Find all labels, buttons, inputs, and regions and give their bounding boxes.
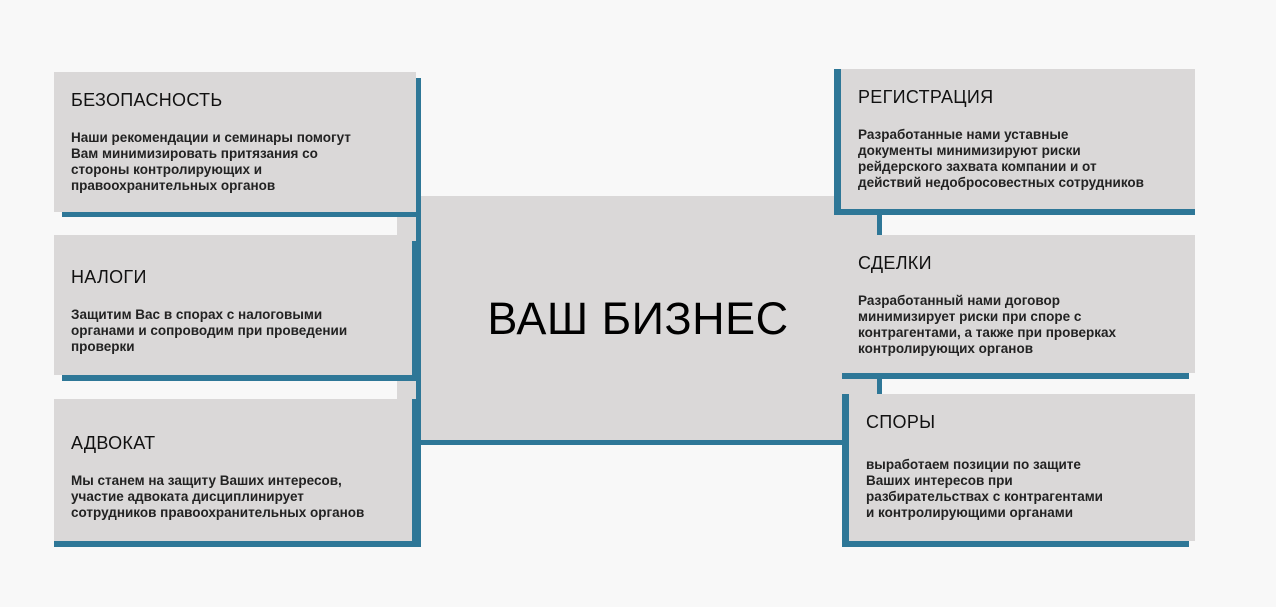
card-registration: РЕГИСТРАЦИЯ Разработанные нами уставные … xyxy=(841,69,1195,209)
center-block xyxy=(397,196,879,442)
card-text: Наши рекомендации и семинары помогут Вам… xyxy=(71,130,351,193)
card-disputes: СПОРЫ выработаем позиции по защите Ваших… xyxy=(849,394,1195,541)
card-text: Разработанный нами договор минимизирует … xyxy=(858,293,1117,356)
card-title: НАЛОГИ xyxy=(71,267,147,287)
card-text: выработаем позиции по защите Ваших интер… xyxy=(866,457,1103,520)
connector-left-bottom xyxy=(416,440,846,445)
card-deals: СДЕЛКИ Разработанный нами договор миними… xyxy=(841,235,1195,373)
card-text: Мы станем на защиту Ваших интересов, уча… xyxy=(71,473,365,520)
card-lawyer: АДВОКАТ Мы станем на защиту Ваших интере… xyxy=(54,399,412,541)
card-taxes: НАЛОГИ Защитим Вас в спорах с налоговыми… xyxy=(54,235,412,375)
card-security: БЕЗОПАСНОСТЬ Наши рекомендации и семинар… xyxy=(54,72,416,212)
card-text: Защитим Вас в спорах с налоговыми органа… xyxy=(71,307,348,354)
card-title: АДВОКАТ xyxy=(71,433,156,453)
center-title: ВАШ БИЗНЕС xyxy=(487,293,789,344)
card-title: СДЕЛКИ xyxy=(858,253,932,273)
card-text: Разработанные нами уставные документы ми… xyxy=(858,127,1144,190)
card-title: БЕЗОПАСНОСТЬ xyxy=(71,90,223,110)
card-title: РЕГИСТРАЦИЯ xyxy=(858,87,994,107)
card-title: СПОРЫ xyxy=(866,412,936,432)
